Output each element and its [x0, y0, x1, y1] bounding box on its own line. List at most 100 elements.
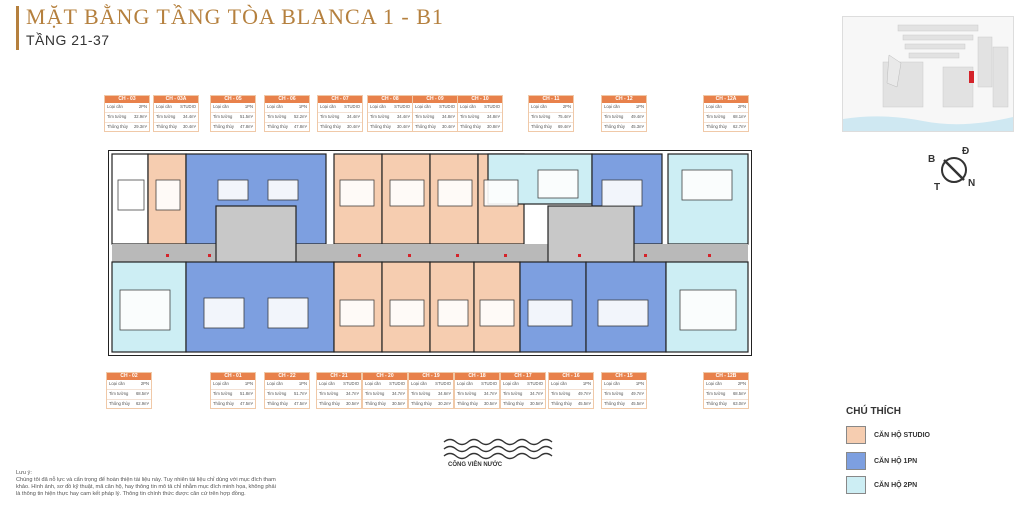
unit-code: CH - 19: [409, 373, 453, 380]
unit-type: 1PN: [582, 381, 591, 387]
unit-clear-area: 30.4m²: [396, 124, 410, 130]
unit-clear-area: 30.5m²: [529, 401, 543, 407]
clear-label: Thông thủy: [365, 401, 386, 407]
unit-type: 2PN: [737, 104, 746, 110]
unit-code: CH - 22: [265, 373, 309, 380]
type-label: Loại căn: [267, 381, 283, 387]
unit-inner-area: 34.8m²: [441, 114, 455, 120]
legend-label-one-bed: CĂN HỘ 1PN: [874, 457, 918, 465]
type-label: Loại căn: [457, 381, 473, 387]
clear-label: Thông thủy: [319, 401, 340, 407]
clear-label: Thông thủy: [156, 124, 177, 130]
unit-type: 2PN: [562, 104, 571, 110]
type-label: Loại căn: [213, 104, 229, 110]
inner-label: Tim tường: [411, 391, 431, 397]
unit-code: CH - 10: [458, 96, 502, 103]
page-title: MẶT BẰNG TẦNG TÒA BLANCA 1 - B1: [26, 4, 444, 29]
unit-clear-area: 45.5m²: [630, 401, 644, 407]
unit-inner-area: 34.7m²: [345, 391, 359, 397]
inner-label: Tim tường: [503, 391, 523, 397]
water-park-label: CÔNG VIÊN NƯỚC: [448, 462, 503, 468]
floor-plan: [108, 150, 752, 356]
inner-label: Tim tường: [213, 391, 233, 397]
clear-label: Thông thủy: [213, 401, 234, 407]
unit-inner-area: 52.2m²: [293, 114, 307, 120]
unit-clear-area: 47.8m²: [293, 124, 307, 130]
unit-inner-area: 68.5m²: [732, 391, 746, 397]
unit-code: CH - 03: [105, 96, 149, 103]
clear-label: Thông thủy: [706, 124, 727, 130]
unit-clear-area: 30.4m²: [441, 124, 455, 130]
unit-type: 2PN: [140, 381, 149, 387]
unit-code: CH - 20: [363, 373, 407, 380]
unit-type: 2PN: [138, 104, 147, 110]
unit-code: CH - 15: [602, 373, 646, 380]
unit-inner-area: 49.7m²: [577, 391, 591, 397]
unit-inner-area: 75.4m²: [557, 114, 571, 120]
unit-clear-area: 69.4m²: [557, 124, 571, 130]
unit-code: CH - 12: [602, 96, 646, 103]
unit-type: STUDIO: [180, 104, 196, 110]
unit-inner-area: 68.5m²: [135, 391, 149, 397]
inner-label: Tim tường: [457, 391, 477, 397]
unit-clear-area: 45.5m²: [577, 401, 591, 407]
unit-clear-area: 29.3m²: [133, 124, 147, 130]
clear-label: Thông thủy: [370, 124, 391, 130]
type-label: Loại căn: [319, 381, 335, 387]
type-label: Loại căn: [107, 104, 123, 110]
clear-label: Thông thủy: [706, 401, 727, 407]
site-map-graphic: [843, 17, 1013, 131]
inner-label: Tim tường: [267, 391, 287, 397]
compass-b: B: [928, 154, 936, 165]
unit-clear-area: 30.8m²: [486, 124, 500, 130]
inner-label: Tim tường: [156, 114, 176, 120]
unit-type: 2PN: [737, 381, 746, 387]
unit-inner-area: 34.7m²: [391, 391, 405, 397]
type-label: Loại căn: [503, 381, 519, 387]
legend-label-two-bed: CĂN HỘ 2PN: [874, 481, 918, 489]
clear-label: Thông thủy: [457, 401, 478, 407]
unit-code: CH - 11: [529, 96, 573, 103]
unit-clear-area: 47.8m²: [239, 124, 253, 130]
inner-label: Tim tường: [213, 114, 233, 120]
unit-clear-area: 47.5m²: [239, 401, 253, 407]
site-minimap: [842, 16, 1014, 132]
clear-label: Thông thủy: [267, 124, 288, 130]
unit-clear-area: 47.5m²: [293, 401, 307, 407]
clear-label: Thông thủy: [320, 124, 341, 130]
unit-code: CH - 08: [368, 96, 412, 103]
page-subtitle: TẦNG 21-37: [26, 32, 110, 48]
unit-clear-area: 30.5m²: [483, 401, 497, 407]
unit-inner-area: 34.7m²: [529, 391, 543, 397]
unit-type: STUDIO: [389, 381, 405, 387]
compass-t: T: [934, 182, 941, 193]
compass-n: N: [968, 178, 976, 189]
unit-inner-area: 68.1m²: [732, 114, 746, 120]
clear-label: Thông thủy: [411, 401, 432, 407]
unit-inner-area: 51.5m²: [239, 114, 253, 120]
unit-inner-area: 34.7m²: [483, 391, 497, 397]
legend-swatch-studio: [846, 426, 866, 444]
